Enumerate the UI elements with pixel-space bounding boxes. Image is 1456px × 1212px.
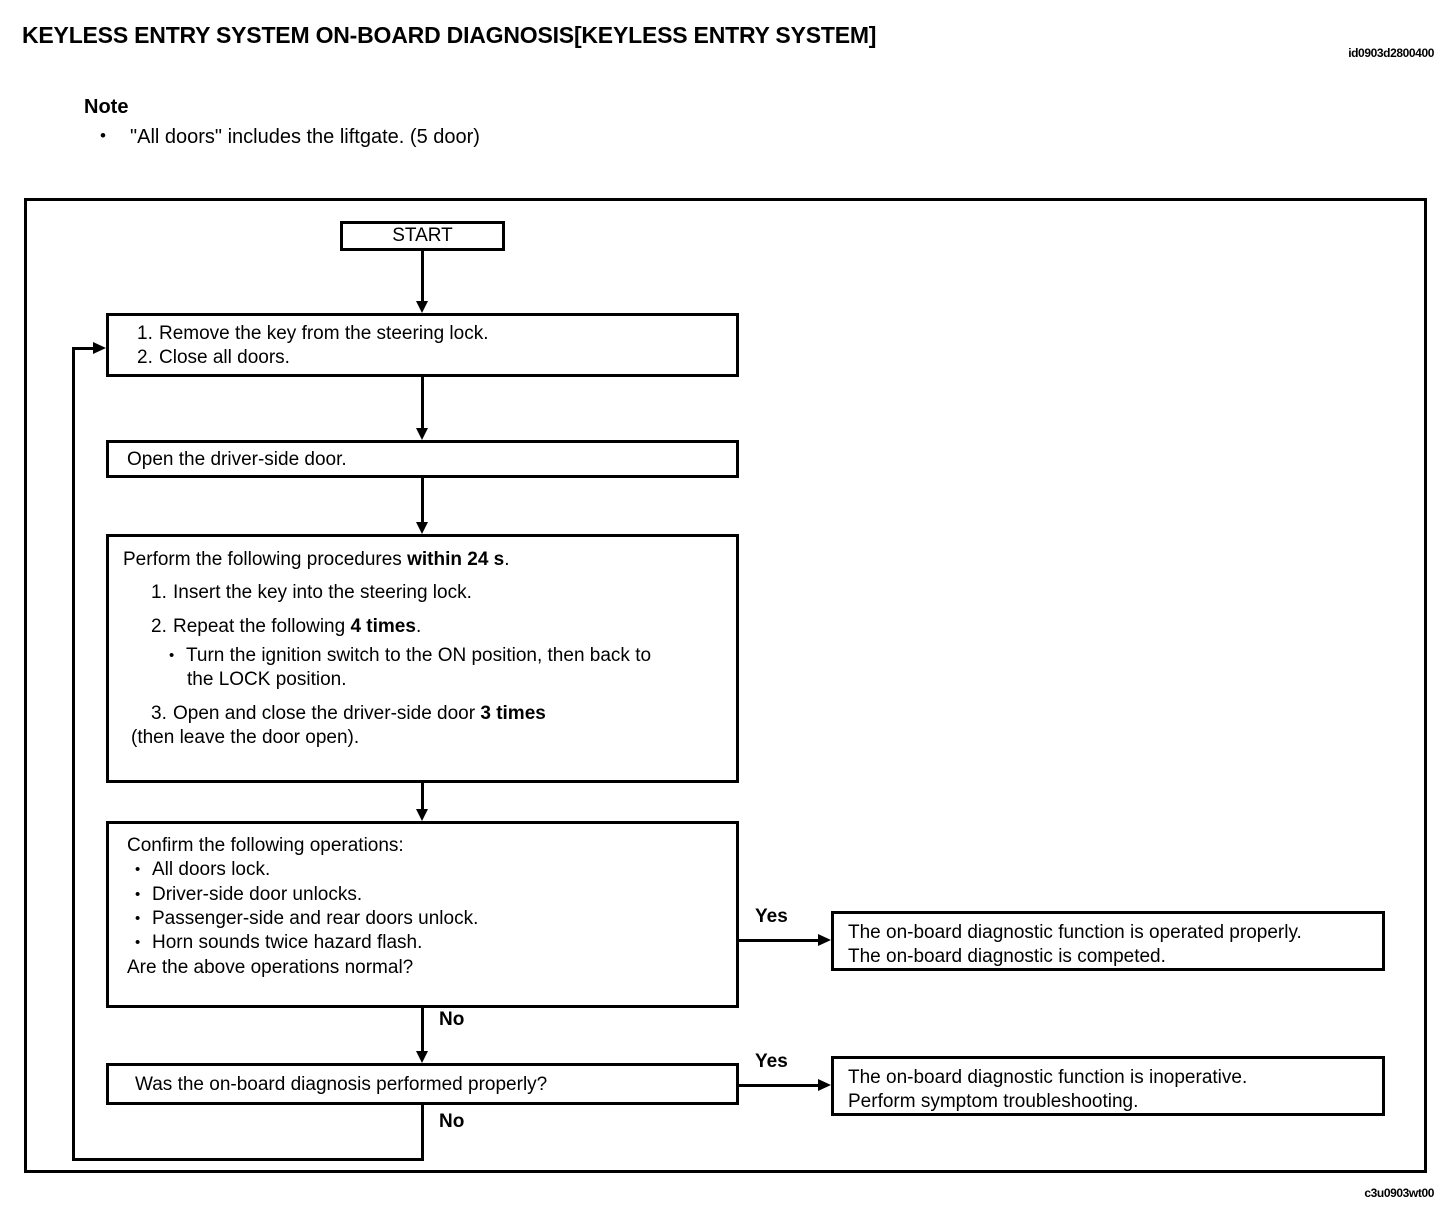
arrowhead-loop-into-step1 (93, 342, 106, 354)
step3-intro-suffix: . (504, 549, 510, 570)
connector-ask-yes (739, 1084, 819, 1087)
confirm-item-text-1: All doors lock. (152, 859, 271, 881)
step1-line-1: 1. Remove the key from the steering lock. (137, 322, 736, 346)
confirm-item-text-3: Passenger-side and rear doors unlock. (152, 907, 479, 929)
step3-item-3: 3. Open and close the driver-side door 3 … (123, 702, 736, 726)
connector-step1-to-step2 (421, 377, 424, 428)
step3-item-3-text-2: (then leave the door open). (131, 726, 360, 748)
note-item-text: "All doors" includes the liftgate. (5 do… (130, 126, 480, 148)
step2-text: Open the driver-side door. (127, 449, 347, 470)
connector-start-to-step1 (421, 251, 424, 301)
step3-intro-bold: within 24 s (407, 549, 505, 570)
result-ok-line-2: The on-board diagnostic is competed. (848, 946, 1166, 968)
bullet-icon: • (135, 885, 141, 903)
step3-item-1: 1. Insert the key into the steering lock. (123, 581, 736, 605)
confirm-item-text-2: Driver-side door unlocks. (152, 883, 363, 905)
confirm-intro: Confirm the following operations: (127, 835, 404, 856)
step3-intro-prefix: Perform the following procedures (123, 549, 408, 570)
arrowhead-start-to-step1 (416, 301, 428, 313)
step3-item-1-text: Insert the key into the steering lock. (173, 582, 472, 604)
flow-node-confirm: Confirm the following operations: • All d… (106, 821, 739, 1008)
flow-node-step2: Open the driver-side door. (106, 440, 739, 478)
connector-step3-to-confirm (421, 783, 424, 809)
step1-number-2: 2. (137, 347, 153, 369)
note-heading: Note (84, 96, 129, 118)
connector-loop-left (72, 1158, 424, 1161)
step1-text-1: Remove the key from the steering lock. (159, 323, 489, 344)
step3-intro: Perform the following procedures within … (123, 548, 736, 572)
edge-label-confirm-yes: Yes (755, 906, 788, 927)
arrowhead-confirm-no (416, 1051, 428, 1063)
edge-label-ask-no: No (439, 1111, 465, 1132)
bullet-icon: • (135, 934, 141, 952)
connector-step2-to-step3 (421, 478, 424, 522)
result-bad-line-1: The on-board diagnostic function is inop… (848, 1067, 1248, 1088)
start-label: START (392, 224, 453, 246)
step1-number-1: 1. (137, 323, 153, 344)
confirm-question: Are the above operations normal? (127, 956, 414, 978)
edge-label-confirm-no: No (439, 1009, 465, 1030)
confirm-list-item: • Driver-side door unlocks. (127, 883, 736, 907)
connector-loop-up (72, 347, 75, 1161)
result-bad-line-2: Perform symptom troubleshooting. (848, 1091, 1139, 1113)
step1-text-2: Close all doors. (159, 347, 290, 369)
bullet-icon: • (135, 861, 141, 879)
step3-sub-text-1: Turn the ignition switch to the ON posit… (186, 644, 652, 666)
flowchart-frame: START 1. Remove the key from the steering… (24, 198, 1427, 1173)
connector-loop-into-step1 (72, 347, 96, 350)
connector-loop-down (421, 1105, 424, 1161)
step3-number-2: 2. (151, 615, 167, 637)
ask-text: Was the on-board diagnosis performed pro… (135, 1074, 548, 1095)
step3-item-2-suffix: . (415, 615, 422, 637)
arrowhead-step1-to-step2 (416, 428, 428, 440)
page-title: KEYLESS ENTRY SYSTEM ON-BOARD DIAGNOSIS[… (22, 22, 877, 48)
document-reference-top: id0903d2800400 (1348, 46, 1434, 60)
step3-sub-text-2: the LOCK position. (187, 669, 347, 691)
edge-label-ask-yes: Yes (755, 1051, 788, 1072)
arrowhead-ask-yes (818, 1079, 831, 1091)
arrowhead-step2-to-step3 (416, 522, 428, 534)
bullet-icon: • (100, 126, 106, 145)
confirm-item-text-4: Horn sounds twice hazard flash. (152, 932, 423, 954)
note-list-item: • "All doors" includes the liftgate. (5 d… (100, 126, 480, 149)
document-reference-bottom: c3u0903wt00 (1364, 1186, 1434, 1200)
step3-item-3-bold: 3 times (480, 702, 546, 724)
connector-confirm-yes (739, 939, 819, 942)
step3-item-2: 2. Repeat the following 4 times. (123, 615, 736, 639)
confirm-list-item: • All doors lock. (127, 858, 736, 882)
step3-item-3-line-2: (then leave the door open). (123, 726, 736, 750)
step3-number-3: 3. (151, 702, 167, 724)
step3-item-2-prefix: Repeat the following (173, 615, 351, 637)
step3-item-3-prefix: Open and close the driver-side door (173, 702, 481, 724)
flow-node-start: START (340, 221, 505, 251)
step1-line-2: 2. Close all doors. (137, 346, 736, 370)
flow-node-step3: Perform the following procedures within … (106, 534, 739, 783)
arrowhead-step3-to-confirm (416, 809, 428, 821)
step3-number-1: 1. (151, 582, 167, 604)
result-ok-line-1: The on-board diagnostic function is oper… (848, 922, 1302, 943)
arrowhead-confirm-yes (818, 934, 831, 946)
flow-node-result-ok: The on-board diagnostic function is oper… (831, 911, 1385, 971)
confirm-list-item: • Passenger-side and rear doors unlock. (127, 907, 736, 931)
flow-node-result-bad: The on-board diagnostic function is inop… (831, 1056, 1385, 1116)
flow-node-step1: 1. Remove the key from the steering lock.… (106, 313, 739, 377)
bullet-icon: • (169, 646, 175, 664)
flow-node-ask: Was the on-board diagnosis performed pro… (106, 1063, 739, 1105)
connector-confirm-no (421, 1008, 424, 1051)
bullet-icon: • (135, 909, 141, 927)
confirm-list-item: • Horn sounds twice hazard flash. (127, 931, 736, 955)
step3-sub-bullet-line-1: • Turn the ignition switch to the ON posi… (123, 644, 736, 668)
step3-item-2-bold: 4 times (350, 615, 416, 637)
step3-sub-bullet-line-2: the LOCK position. (123, 668, 736, 692)
